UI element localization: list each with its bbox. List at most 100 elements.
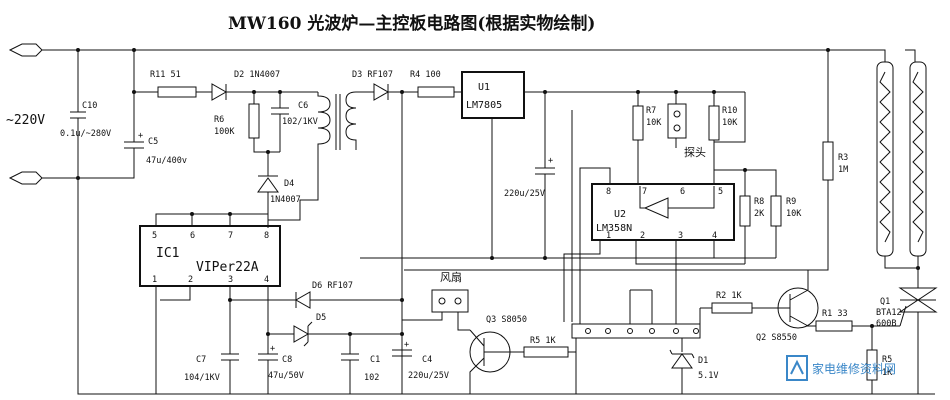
svg-text:+: + [548, 156, 553, 166]
svg-text:R10: R10 [722, 106, 737, 116]
svg-text:U1: U1 [478, 82, 490, 93]
svg-text:2: 2 [640, 231, 645, 241]
diode-d3: D3 RF107 [352, 70, 393, 101]
resistor-r8 [739, 195, 751, 227]
capacitor-c6: C6 102/1KV [271, 92, 318, 152]
svg-text:5: 5 [152, 231, 157, 241]
capacitor-c8: + C8 47u/50V [258, 334, 304, 394]
svg-text:D4: D4 [284, 179, 294, 189]
diode-d2: D2 1N4007 [211, 70, 318, 101]
resistor-r7 [632, 105, 644, 141]
svg-text:3: 3 [228, 275, 233, 285]
svg-text:VIPer22A: VIPer22A [196, 260, 259, 275]
svg-text:C1: C1 [370, 355, 380, 365]
svg-text:6: 6 [190, 231, 195, 241]
resistor-r3 [822, 141, 834, 181]
capacitor-c4: + C4 220u/25V [392, 332, 449, 394]
bottom-rail [77, 178, 935, 395]
svg-text:R8: R8 [754, 197, 764, 207]
svg-text:1N4007: 1N4007 [270, 195, 301, 205]
svg-text:1K: 1K [882, 368, 893, 378]
svg-text:探头: 探头 [684, 146, 706, 159]
svg-text:47u/400v: 47u/400v [146, 156, 187, 166]
svg-text:风扇: 风扇 [440, 270, 462, 284]
svg-text:D1: D1 [698, 356, 708, 366]
svg-text:+: + [404, 340, 409, 350]
svg-text:R1 33: R1 33 [822, 309, 848, 319]
svg-text:220u/25V: 220u/25V [504, 189, 545, 199]
svg-text:6: 6 [680, 187, 685, 197]
svg-text:D5: D5 [316, 313, 326, 323]
diode-d5: D5 [293, 313, 402, 347]
svg-text:+: + [270, 344, 275, 354]
resistor-r9 [770, 195, 782, 227]
svg-text:10K: 10K [786, 209, 802, 219]
diode-d6: D6 RF107 [294, 281, 402, 309]
resistor-r1 [815, 320, 853, 332]
svg-text:R7: R7 [646, 106, 656, 116]
terminal-top [8, 43, 43, 57]
svg-text:2: 2 [188, 275, 193, 285]
svg-text:104/1KV: 104/1KV [184, 373, 220, 383]
transistor-q3: Q3 S8050 [469, 315, 527, 394]
svg-text:R4 100: R4 100 [410, 70, 441, 80]
svg-text:家电维修资料网: 家电维修资料网 [812, 361, 896, 376]
svg-text:D6 RF107: D6 RF107 [312, 281, 353, 291]
svg-text:LM7805: LM7805 [466, 100, 502, 111]
fan-connector: 风扇 [402, 270, 470, 331]
capacitor-220u-25v: + 220u/25V [504, 90, 555, 258]
svg-text:D2 1N4007: D2 1N4007 [234, 70, 280, 80]
svg-text:600B: 600B [876, 319, 896, 329]
svg-text:1: 1 [152, 275, 157, 285]
svg-text:4: 4 [712, 231, 717, 241]
svg-text:Q3 S8050: Q3 S8050 [486, 315, 527, 325]
svg-text:R2 1K: R2 1K [716, 291, 742, 301]
svg-text:Q1: Q1 [880, 297, 890, 307]
transistor-q2: Q2 S8550 [756, 270, 819, 343]
svg-text:R3: R3 [838, 153, 848, 163]
svg-text:2K: 2K [754, 209, 765, 219]
svg-text:U2: U2 [614, 209, 626, 220]
svg-text:1M: 1M [838, 165, 848, 175]
svg-text:D3 RF107: D3 RF107 [352, 70, 393, 80]
svg-text:220u/25V: 220u/25V [408, 371, 449, 381]
capacitor-c7: C7 104/1KV [184, 300, 239, 394]
terminal-bottom [8, 171, 43, 185]
svg-text:7: 7 [642, 187, 647, 197]
transformer [268, 91, 357, 221]
svg-text:C5: C5 [148, 137, 158, 147]
ic-ic1 [139, 225, 281, 287]
svg-text:BTA12: BTA12 [876, 308, 902, 318]
svg-text:R5 1K: R5 1K [530, 336, 556, 346]
svg-text:5.1V: 5.1V [698, 371, 718, 381]
svg-text:1: 1 [606, 231, 611, 241]
svg-text:47u/50V: 47u/50V [268, 371, 304, 381]
resistor-r2 [711, 302, 753, 314]
regulator-u1 [461, 71, 525, 119]
resistor-r10 [708, 105, 720, 141]
svg-text:R11 51: R11 51 [150, 70, 181, 80]
probe-connector: 探头 [667, 90, 706, 159]
svg-text:102: 102 [364, 373, 379, 383]
svg-text:7: 7 [228, 231, 233, 241]
svg-text:0.1u/~280V: 0.1u/~280V [60, 129, 111, 139]
svg-text:C8: C8 [282, 355, 292, 365]
heating-elements [828, 49, 927, 269]
svg-text:R5: R5 [882, 355, 892, 365]
svg-text:C10: C10 [82, 101, 97, 111]
svg-text:R9: R9 [786, 197, 796, 207]
resistor-r4 [417, 86, 455, 98]
svg-text:3: 3 [678, 231, 683, 241]
capacitor-c1: C1 102 [341, 332, 380, 394]
capacitor-c5: + C5 47u/400v [78, 48, 187, 179]
diagram-title: MW160 光波炉—主控板电路图(根据实物绘制) [228, 13, 595, 34]
svg-text:+: + [138, 131, 143, 141]
svg-text:4: 4 [264, 275, 269, 285]
svg-text:C6: C6 [298, 101, 308, 111]
resistor-r6 [248, 103, 260, 139]
resistor-r11 [157, 86, 197, 98]
diode-d4: D4 1N4007 [257, 152, 301, 228]
watermark-logo: 家电维修资料网 [786, 355, 896, 381]
svg-text:C4: C4 [422, 355, 432, 365]
